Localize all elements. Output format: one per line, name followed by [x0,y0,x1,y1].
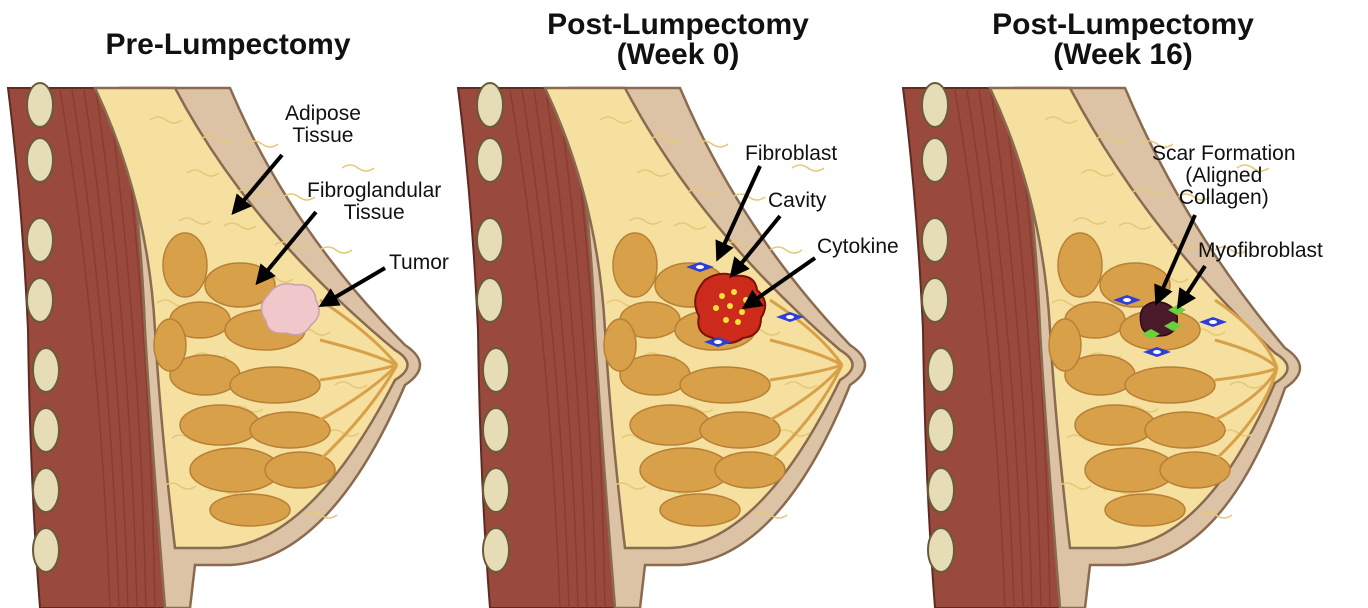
breast-anatomy-illustration [895,0,1351,608]
glandular-lobe [660,494,740,526]
rib [922,138,948,182]
fibroblast-nucleus [786,315,794,319]
panel-title: Post-Lumpectomy (Week 0) [450,10,906,70]
rib [928,408,954,452]
rib [922,83,948,127]
label-tumor: Tumor [389,252,449,274]
panel-post-lumpectomy-week-16: Post-Lumpectomy (Week 16) Scar Formation… [895,0,1351,608]
glandular-lobe [1075,405,1155,445]
rib [928,468,954,512]
glandular-lobe [680,367,770,403]
rib [27,138,53,182]
glandular-lobe [1058,233,1102,297]
glandular-lobe [1049,319,1081,371]
cytokine-dot [731,289,737,295]
cytokine-dot [723,317,729,323]
glandular-lobe [1105,494,1185,526]
glandular-lobe [630,405,710,445]
rib [27,278,53,322]
label-cytokine: Cytokine [817,236,899,258]
glandular-lobe [210,494,290,526]
label-myofibroblast: Myofibroblast [1198,240,1323,262]
rib [477,138,503,182]
rib [483,468,509,512]
label-fibroglandular-tissue: Fibroglandular Tissue [307,180,441,224]
glandular-lobe [1125,367,1215,403]
glandular-lobe [1145,412,1225,448]
rib [483,408,509,452]
rib [27,83,53,127]
rib [33,468,59,512]
rib [33,348,59,392]
rib [922,218,948,262]
glandular-lobe [163,233,207,297]
rib [477,218,503,262]
cytokine-dot [727,303,733,309]
breast-anatomy-illustration [450,0,906,608]
cytokine-dot [713,305,719,311]
glandular-lobe [154,319,186,371]
glandular-lobe [180,405,260,445]
rib [928,528,954,572]
glandular-lobe [250,412,330,448]
rib [483,348,509,392]
title-line: Post-Lumpectomy [450,10,906,40]
cytokine-dot [739,309,745,315]
title-line: (Week 0) [450,40,906,70]
panel-title: Post-Lumpectomy (Week 16) [895,10,1351,70]
breast-anatomy-illustration [0,0,456,608]
fat-texture [770,247,802,253]
glandular-lobe [604,319,636,371]
rib [477,278,503,322]
fat-texture [342,165,374,171]
rib [33,408,59,452]
panel-title: Pre-Lumpectomy [0,30,456,60]
tumor-mass [261,284,319,335]
fibroblast-nucleus [714,340,722,344]
fat-texture [792,165,824,171]
rib [27,218,53,262]
glandular-lobe [613,233,657,297]
label-scar-formation: Scar Formation (Aligned Collagen) [1152,143,1296,209]
fibroblast-nucleus [1153,350,1161,354]
scar-tissue [1140,302,1177,336]
label-cavity: Cavity [768,190,826,212]
fibroblast-nucleus [696,265,704,269]
rib [33,528,59,572]
rib [922,278,948,322]
cytokine-dot [743,297,749,303]
fibroblast-nucleus [1123,298,1131,302]
title-line: Post-Lumpectomy [895,10,1351,40]
fibroblast-nucleus [1209,320,1217,324]
cytokine-dot [719,293,725,299]
glandular-lobe [230,367,320,403]
title-line: Pre-Lumpectomy [0,30,456,60]
panel-post-lumpectomy-week-0: Post-Lumpectomy (Week 0) Fibroblast Cavi… [450,0,906,608]
rib [928,348,954,392]
label-fibroblast: Fibroblast [745,143,837,165]
label-adipose-tissue: Adipose Tissue [285,103,361,147]
rib [483,528,509,572]
glandular-lobe [700,412,780,448]
rib [477,83,503,127]
panel-pre-lumpectomy: Pre-Lumpectomy Adipose Tissue Fibrogland… [0,0,456,608]
cytokine-dot [735,319,741,325]
title-line: (Week 16) [895,40,1351,70]
